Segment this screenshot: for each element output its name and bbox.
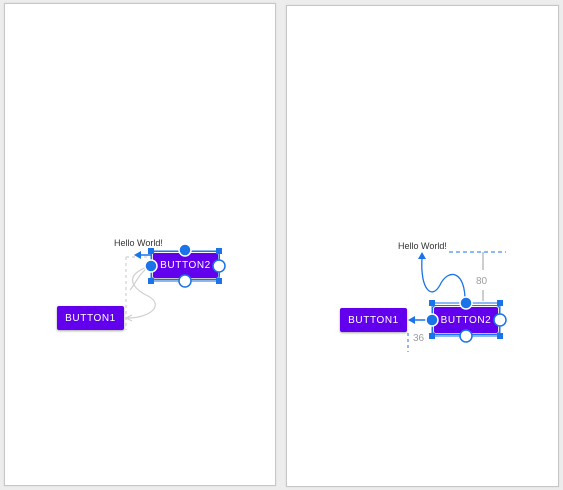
anchor-handle-top[interactable] xyxy=(178,243,192,257)
anchor-handle-start-right[interactable] xyxy=(425,313,439,327)
anchor-handle-top-right[interactable] xyxy=(459,296,473,310)
resize-handle-bottom-right[interactable] xyxy=(216,278,222,284)
left-design-canvas[interactable] xyxy=(4,3,276,486)
start-margin-label: 36 xyxy=(413,333,425,344)
anchor-handle-start[interactable] xyxy=(144,259,158,273)
anchor-handle-bottom-right[interactable] xyxy=(459,329,473,343)
resize-handle-bottom-left[interactable] xyxy=(148,278,154,284)
anchor-handle-bottom[interactable] xyxy=(178,274,192,288)
right-design-canvas[interactable] xyxy=(286,5,559,487)
button2-left[interactable]: BUTTON2 xyxy=(151,251,220,280)
hello-world-textview-left[interactable]: Hello World! xyxy=(114,238,163,248)
button1-left[interactable]: BUTTON1 xyxy=(57,306,124,330)
resize-handle-top-right-right[interactable] xyxy=(497,300,503,306)
top-margin-label: 80 xyxy=(476,276,488,287)
hello-world-textview-right[interactable]: Hello World! xyxy=(398,241,447,251)
resize-handle-top-left[interactable] xyxy=(148,248,154,254)
button2-right[interactable]: BUTTON2 xyxy=(432,305,500,335)
resize-handle-top-left-right[interactable] xyxy=(429,300,435,306)
button1-right[interactable]: BUTTON1 xyxy=(340,308,407,332)
anchor-handle-end-right[interactable] xyxy=(493,313,507,327)
anchor-handle-end[interactable] xyxy=(212,259,226,273)
resize-handle-top-right[interactable] xyxy=(216,248,222,254)
resize-handle-bottom-left-right[interactable] xyxy=(429,333,435,339)
resize-handle-bottom-right-right[interactable] xyxy=(497,333,503,339)
